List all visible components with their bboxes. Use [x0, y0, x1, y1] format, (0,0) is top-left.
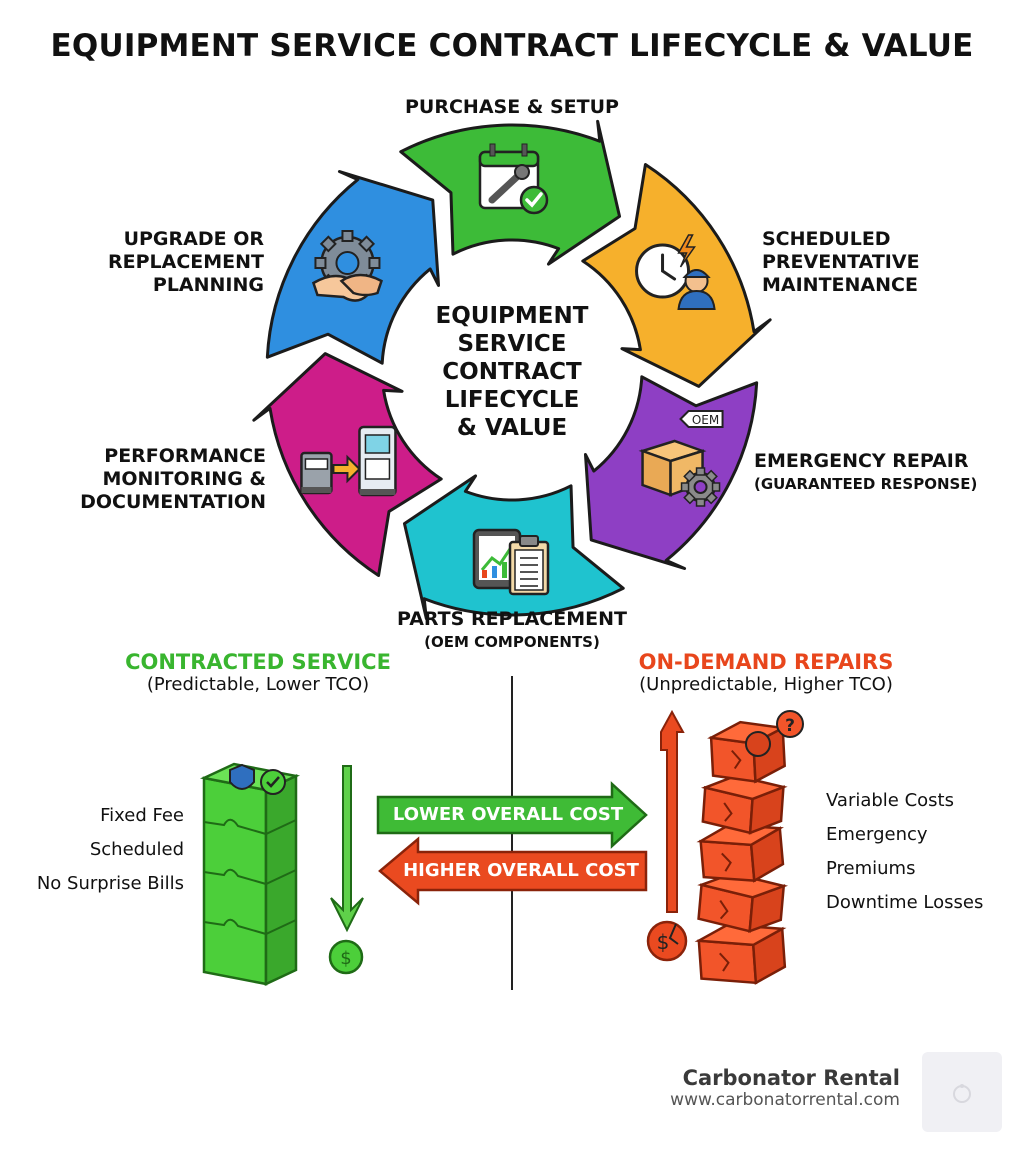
lower-cost-arrow [376, 781, 648, 849]
cycle-center-label: EQUIPMENT SERVICE CONTRACT LIFECYCLE & V… [435, 303, 589, 441]
on-demand-heading: ON-DEMAND REPAIRS (Unpredictable, Higher… [638, 650, 894, 695]
calendar-wrench-icon [478, 143, 549, 215]
stage-icons: OEM [300, 143, 724, 596]
list-item: Variable Costs [826, 790, 954, 811]
stage-label-purchase: PURCHASE & SETUP [405, 96, 619, 118]
puzzle-block-stack [199, 762, 301, 986]
oem-tag-label: OEM [692, 413, 719, 427]
handshake-gear-icon [311, 230, 383, 302]
svg-text:?: ? [785, 716, 795, 736]
dollar-coin-icon [328, 939, 364, 975]
cracked-block [697, 872, 789, 934]
cracked-block [694, 923, 787, 985]
lower-cost-arrow-label: LOWER OVERALL COST [392, 804, 624, 825]
higher-cost-arrow-label: HIGHER OVERALL COST [403, 860, 639, 881]
gear-icon [745, 731, 771, 757]
cracked-block-stack: ? [694, 710, 804, 985]
brand-url: www.carbonatorrental.com [670, 1090, 900, 1110]
list-item: Emergency Premiums [826, 824, 928, 879]
shield-icon [229, 763, 255, 790]
footer-brand-block: Carbonator Rental www.carbonatorrental.c… [600, 1066, 900, 1110]
list-item: Fixed Fee [100, 805, 184, 826]
brand-logo [922, 1052, 1002, 1132]
list-item: Scheduled [89, 839, 184, 860]
cost-down-arrow [330, 765, 364, 933]
brand-name: Carbonator Rental [682, 1066, 900, 1090]
clock-technician-icon [635, 234, 716, 310]
machine-upgrade-icon [300, 425, 397, 497]
stage-label-parts: PARTS REPLACEMENT (OEM COMPONENTS) [397, 608, 627, 651]
logo-icon [953, 1084, 971, 1103]
stage-label-emergency: EMERGENCY REPAIR (GUARANTEED RESPONSE) [754, 450, 978, 493]
cost-up-arrow [660, 709, 685, 913]
cost-comparison-graphic: $ $? [199, 676, 804, 990]
oem-parts-box-icon: OEM [638, 410, 724, 507]
question-icon [776, 710, 804, 738]
list-item: No Surprise Bills [36, 873, 184, 894]
oem-tag: OEM [679, 410, 724, 428]
page-title: EQUIPMENT SERVICE CONTRACT LIFECYCLE & V… [50, 28, 974, 64]
stage-label-monitoring: PERFORMANCE MONITORING & DOCUMENTATION [80, 445, 266, 513]
on-demand-features-list: Variable Costs Emergency Premiums Downti… [826, 784, 1022, 920]
higher-cost-arrow [378, 836, 648, 906]
stage-label-upgrade: UPGRADE OR REPLACEMENT PLANNING [107, 228, 264, 296]
contracted-service-heading: CONTRACTED SERVICE (Predictable, Lower T… [125, 650, 391, 695]
contracted-features-list: Fixed Fee Scheduled No Surprise Bills [0, 799, 184, 901]
list-item: Downtime Losses [826, 892, 984, 913]
tablet-clipboard-icon [472, 528, 550, 596]
svg-text:$: $ [657, 930, 670, 954]
stage-label-maintenance: SCHEDULED PREVENTATIVE MAINTENANCE [762, 228, 920, 296]
svg-text:$: $ [340, 948, 351, 969]
cracked-coin-icon [646, 920, 688, 962]
cracked-block [700, 774, 788, 835]
